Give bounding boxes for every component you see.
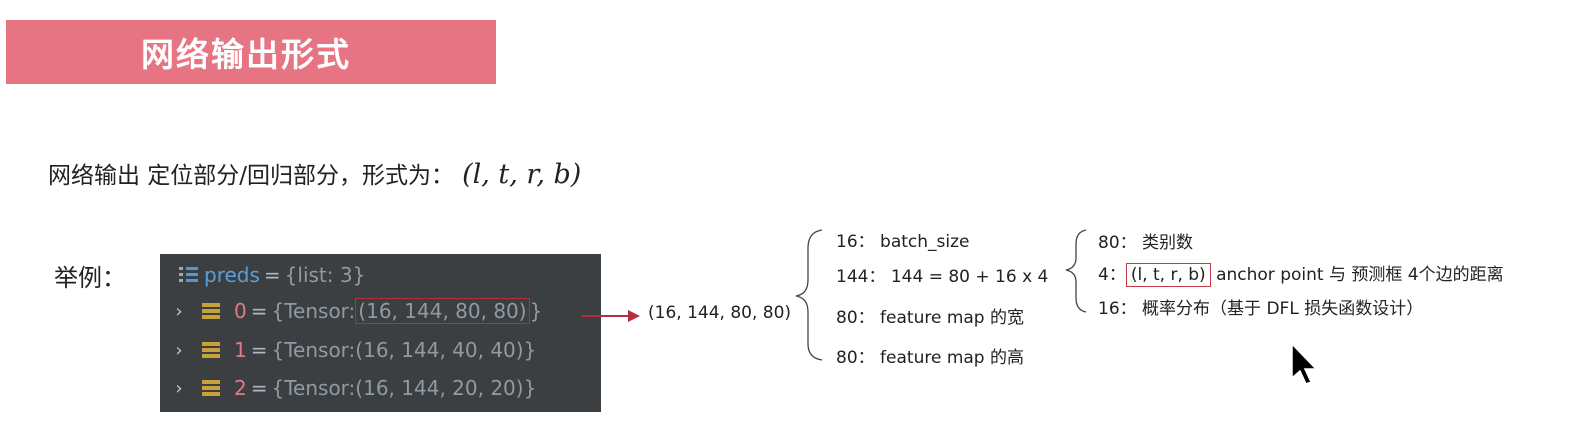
tensor-prefix: {Tensor: — [271, 338, 356, 362]
dim-label: 144： — [836, 267, 886, 287]
tensor-prefix: {Tensor: — [271, 376, 356, 400]
debugger-variables-panel: preds = {list: 3} › 0 = {Tensor: (16, 14… — [160, 254, 601, 412]
item-index: 2 — [234, 376, 247, 400]
channel-row-2: 16： 概率分布（基于 DFL 损失函数设计） — [1098, 294, 1423, 319]
dim-label: 80： — [836, 308, 875, 328]
cursor-icon — [1291, 342, 1318, 385]
channel-row-1: 4：(l, t, r, b) anchor point 与 预测框 4个边的距离 — [1098, 260, 1504, 287]
chevron-right-icon[interactable]: › — [175, 339, 183, 361]
example-label: 举例： — [54, 264, 126, 292]
item-index: 0 — [234, 299, 247, 323]
channel-label: 4： — [1098, 265, 1126, 285]
tensor-icon — [202, 302, 222, 320]
dim-row-0: 16： batch_size — [836, 227, 970, 252]
right-brace — [1065, 229, 1087, 313]
dim-desc: feature map 的宽 — [880, 308, 1024, 328]
channel-label: 16： — [1098, 299, 1137, 319]
list-icon — [178, 265, 200, 285]
arrow-head — [628, 310, 640, 322]
equals-sign: = — [263, 263, 281, 287]
channel-desc: 概率分布（基于 DFL 损失函数设计） — [1142, 299, 1424, 319]
debug-row-preds[interactable]: preds = {list: 3} — [160, 258, 365, 292]
tensor-prefix: {Tensor: — [271, 299, 356, 323]
channel-desc: 类别数 — [1142, 233, 1194, 253]
dim-row-3: 80： feature map 的高 — [836, 343, 1024, 368]
dim-desc: batch_size — [880, 232, 970, 252]
tensor-icon — [202, 341, 222, 359]
tensor-shape: (16, 144, 40, 40) — [355, 338, 524, 362]
item-index: 1 — [234, 338, 247, 362]
tensor-suffix: } — [529, 299, 543, 323]
debug-row-item-2[interactable]: › 2 = {Tensor: (16, 144, 20, 20)} — [160, 371, 536, 405]
equals-sign: = — [250, 299, 268, 323]
channel-desc: anchor point 与 预测框 4个边的距离 — [1216, 265, 1504, 285]
formula-ltrb: (l, t, r, b) — [462, 159, 582, 190]
dim-label: 80： — [836, 348, 875, 368]
dim-label: 16： — [836, 232, 875, 252]
intro-line: 网络输出 定位部分/回归部分，形式为： (l, t, r, b) — [48, 156, 581, 190]
ltrb-boxed: (l, t, r, b) — [1125, 263, 1211, 287]
debug-row-item-1[interactable]: › 1 = {Tensor: (16, 144, 40, 40)} — [160, 333, 536, 367]
tensor-shape-highlight: (16, 144, 80, 80) — [355, 298, 530, 324]
debug-row-item-0[interactable]: › 0 = {Tensor: (16, 144, 80, 80)} — [160, 294, 542, 328]
channel-row-0: 80： 类别数 — [1098, 228, 1193, 253]
tensor-shape: (16, 144, 20, 20) — [355, 376, 524, 400]
banner-title: 网络输出形式 — [141, 35, 351, 74]
dim-desc: feature map 的高 — [880, 348, 1024, 368]
dim-row-1: 144： 144 = 80 + 16 x 4 — [836, 262, 1048, 287]
chevron-right-icon[interactable]: › — [175, 300, 183, 322]
equals-sign: = — [250, 376, 268, 400]
tensor-icon — [202, 379, 222, 397]
dim-desc: 144 = 80 + 16 x 4 — [890, 267, 1049, 287]
tensor-suffix: } — [523, 338, 537, 362]
left-brace — [795, 229, 823, 361]
channel-label: 80： — [1098, 233, 1137, 253]
intro-text: 网络输出 定位部分/回归部分，形式为： — [48, 163, 455, 189]
chevron-right-icon[interactable]: › — [175, 377, 183, 399]
equals-sign: = — [250, 338, 268, 362]
dim-row-2: 80： feature map 的宽 — [836, 303, 1024, 328]
var-name-preds: preds — [204, 263, 260, 287]
arrow-target-shape: (16, 144, 80, 80) — [648, 303, 792, 323]
var-value-list: {list: 3} — [284, 263, 366, 287]
title-banner: 网络输出形式 — [6, 20, 496, 84]
tensor-suffix: } — [523, 376, 537, 400]
